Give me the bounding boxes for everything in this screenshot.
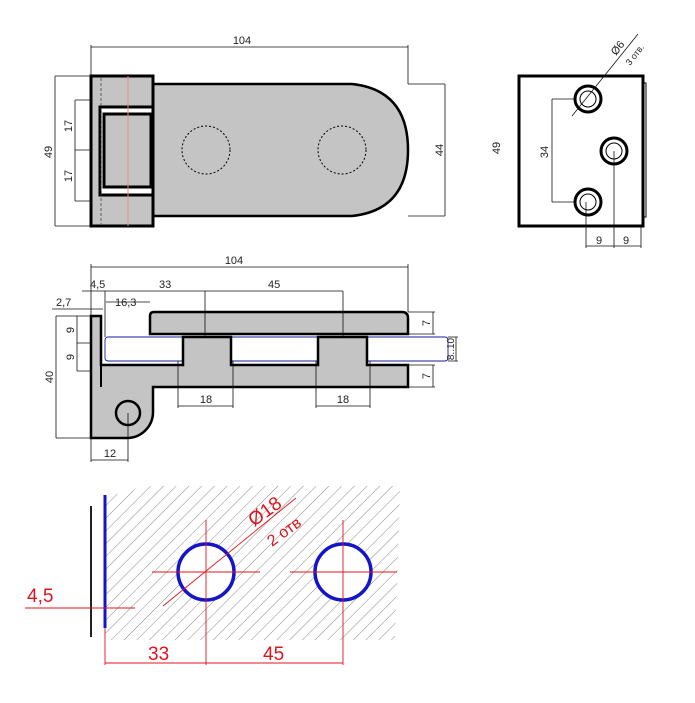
dim-side-12: 12 [104, 448, 116, 460]
dim-side-7b: 7 [421, 373, 433, 379]
dim-side-40: 40 [44, 371, 56, 383]
dim-cut-45: 45 [263, 644, 284, 665]
dim-top-17b: 17 [63, 170, 75, 182]
dim-end-34: 34 [539, 146, 551, 158]
dim-side-33: 33 [159, 279, 171, 291]
dim-side-18b: 18 [337, 394, 349, 406]
dim-side-9a: 9 [65, 327, 77, 333]
dim-side-16-3: 16,3 [115, 297, 136, 309]
dim-side-18a: 18 [200, 394, 212, 406]
hidden-hole [317, 125, 367, 175]
dim-side-7a: 7 [421, 320, 433, 326]
dim-cut-33: 33 [148, 644, 169, 665]
dim-top-17a: 17 [63, 120, 75, 132]
dim-top-height: 49 [43, 146, 55, 158]
side-view: 104 4,5 33 45 2,7 16,3 40 9 9 7 7 8..10 … [44, 255, 458, 462]
hole-note-diameter: Ø6 [609, 39, 627, 58]
dim-side-2-7: 2,7 [56, 297, 71, 309]
dim-end-height: 49 [491, 142, 503, 154]
end-block [517, 74, 645, 228]
dim-cut-4-5: 4,5 [27, 586, 53, 607]
dim-side-9b: 9 [65, 354, 77, 360]
top-clamp-plate [148, 310, 410, 336]
glass-cutout-view: 4,5 Ø18 2 отв 33 45 [25, 486, 400, 665]
end-view: 49 34 9 9 Ø6 3 отв. [491, 33, 647, 248]
hidden-hole [181, 125, 231, 175]
hinge-plate [151, 82, 410, 218]
dim-end-9a: 9 [596, 235, 602, 247]
dim-side-4-5: 4,5 [90, 279, 105, 291]
top-view: 104 49 17 17 44 [43, 35, 446, 228]
hatched-glass [105, 486, 400, 640]
glass-panel [104, 336, 449, 362]
dim-side-104: 104 [225, 255, 243, 267]
dim-end-9b: 9 [623, 235, 629, 247]
dim-side-glass: 8..10 [446, 337, 457, 360]
base-bracket [89, 314, 410, 440]
dim-top-length: 104 [233, 35, 251, 47]
dim-side-45: 45 [268, 279, 280, 291]
dim-top-44: 44 [434, 144, 446, 156]
